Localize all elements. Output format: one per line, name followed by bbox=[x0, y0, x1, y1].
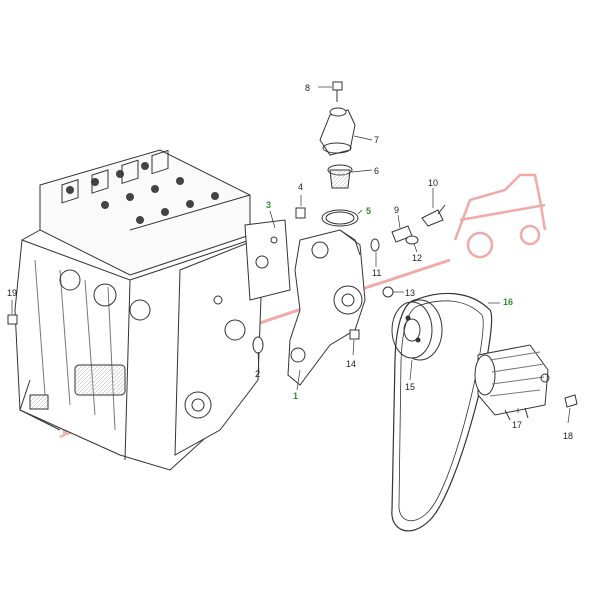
bolt bbox=[332, 81, 343, 102]
thermostat bbox=[327, 164, 353, 189]
v-belt bbox=[391, 292, 493, 532]
engine-block bbox=[14, 149, 263, 471]
gasket bbox=[244, 219, 291, 301]
mounting-bolts bbox=[7, 286, 578, 408]
callout-6: 6 bbox=[374, 166, 379, 176]
water-pump-housing bbox=[287, 229, 366, 386]
temperature-sensor bbox=[391, 204, 446, 243]
callout-8: 8 bbox=[305, 83, 310, 93]
thermostat-seal bbox=[321, 209, 359, 227]
alternator bbox=[474, 344, 550, 421]
stud-bolt bbox=[295, 207, 306, 219]
callout-7: 7 bbox=[374, 135, 379, 145]
o-ring bbox=[252, 336, 264, 354]
callout-14: 14 bbox=[346, 359, 356, 369]
thermostat-housing bbox=[319, 107, 356, 156]
callout-3: 3 bbox=[266, 200, 271, 210]
callout-19: 19 bbox=[7, 288, 17, 298]
v-belt-inner bbox=[398, 300, 484, 522]
callout-11: 11 bbox=[372, 268, 381, 278]
pulley bbox=[391, 299, 443, 361]
callout-2: 2 bbox=[255, 369, 260, 379]
callout-12: 12 bbox=[412, 253, 422, 263]
callout-4: 4 bbox=[298, 182, 303, 192]
callout-5: 5 bbox=[366, 206, 371, 216]
callout-1: 1 bbox=[293, 391, 298, 401]
callout-18: 18 bbox=[563, 431, 573, 441]
callout-15: 15 bbox=[405, 382, 415, 392]
callout-9: 9 bbox=[394, 205, 399, 215]
callout-13: 13 bbox=[405, 288, 415, 298]
callout-16: 16 bbox=[503, 297, 513, 307]
pipe-fitting bbox=[370, 235, 419, 252]
leader-lines bbox=[11, 86, 571, 424]
callout-17: 17 bbox=[512, 420, 522, 430]
callout-10: 10 bbox=[428, 178, 438, 188]
